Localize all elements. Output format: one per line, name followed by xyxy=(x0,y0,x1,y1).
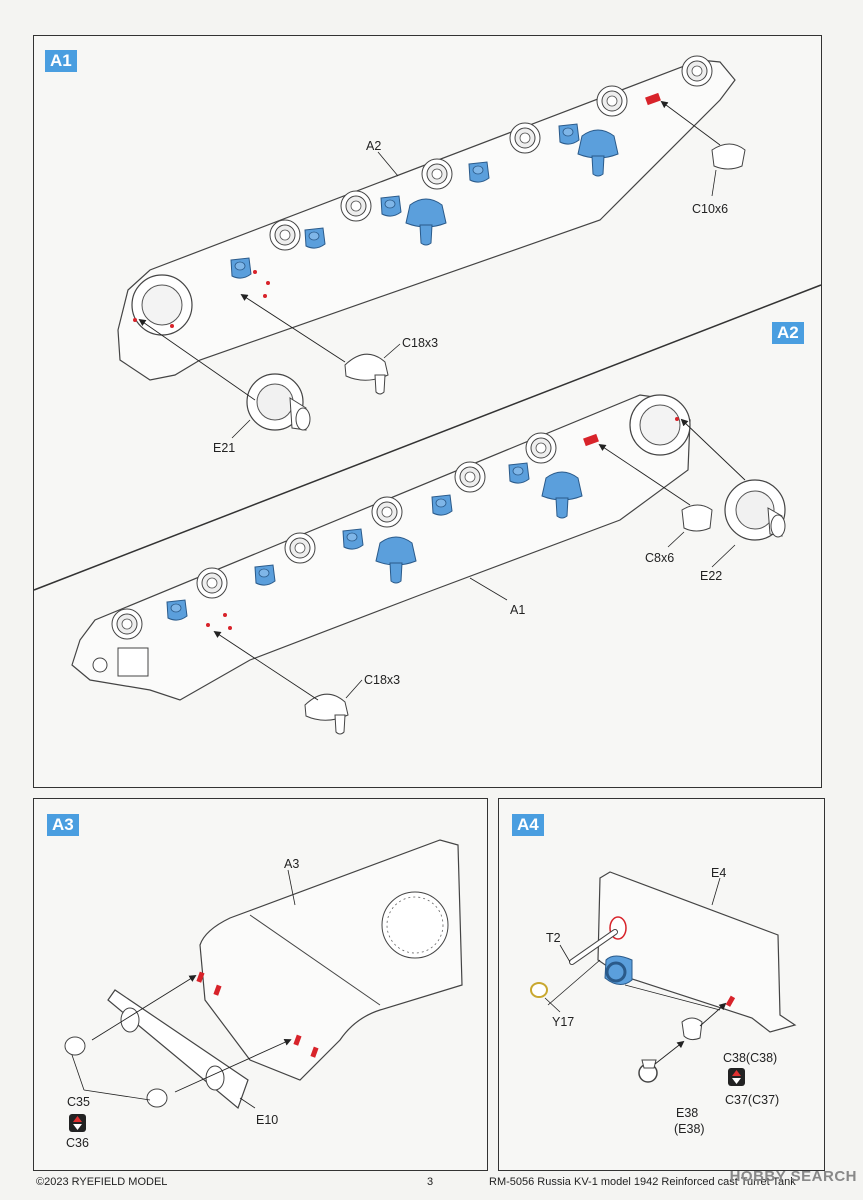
part-label-a2: A2 xyxy=(366,139,381,153)
part-label-y17: Y17 xyxy=(552,1015,574,1029)
part-label-e10: E10 xyxy=(256,1113,278,1127)
watermark-logo: HOBBY SEARCH xyxy=(729,1168,857,1185)
step-divider-line xyxy=(33,284,822,591)
swap-icon xyxy=(728,1068,745,1086)
part-label-c8x6: C8x6 xyxy=(645,551,674,565)
swap-icon xyxy=(69,1114,86,1132)
step-badge-a1: A1 xyxy=(45,50,77,72)
footer-product-title: RM-5056 Russia KV-1 model 1942 Reinforce… xyxy=(489,1176,796,1188)
step-badge-a3: A3 xyxy=(47,814,79,836)
part-label-c18x3-bottom: C18x3 xyxy=(364,673,400,687)
part-label-c38: C38(C38) xyxy=(723,1051,777,1065)
step-badge-a2: A2 xyxy=(772,322,804,344)
part-label-t2: T2 xyxy=(546,931,561,945)
footer-copyright: ©2023 RYEFIELD MODEL xyxy=(36,1176,168,1188)
part-label-a3: A3 xyxy=(284,857,299,871)
part-label-e4: E4 xyxy=(711,866,726,880)
part-label-c35: C35 xyxy=(67,1095,90,1109)
hull-side-a1-drawing xyxy=(71,394,786,735)
step-badge-a4: A4 xyxy=(512,814,544,836)
part-label-e22: E22 xyxy=(700,569,722,583)
part-label-e38: E38 xyxy=(676,1106,698,1120)
part-label-e21: E21 xyxy=(213,441,235,455)
part-label-e38-alt: (E38) xyxy=(674,1122,705,1136)
part-label-a1: A1 xyxy=(510,603,525,617)
hull-side-a2-drawing xyxy=(117,55,746,439)
part-label-c18x3-top: C18x3 xyxy=(402,336,438,350)
part-label-c10x6: C10x6 xyxy=(692,202,728,216)
part-label-c37: C37(C37) xyxy=(725,1093,779,1107)
part-label-c36: C36 xyxy=(66,1136,89,1150)
a4-hull-rear-drawing xyxy=(530,871,797,1086)
footer-page-number: 3 xyxy=(427,1176,434,1188)
a3-hull-rear-drawing xyxy=(64,839,463,1132)
